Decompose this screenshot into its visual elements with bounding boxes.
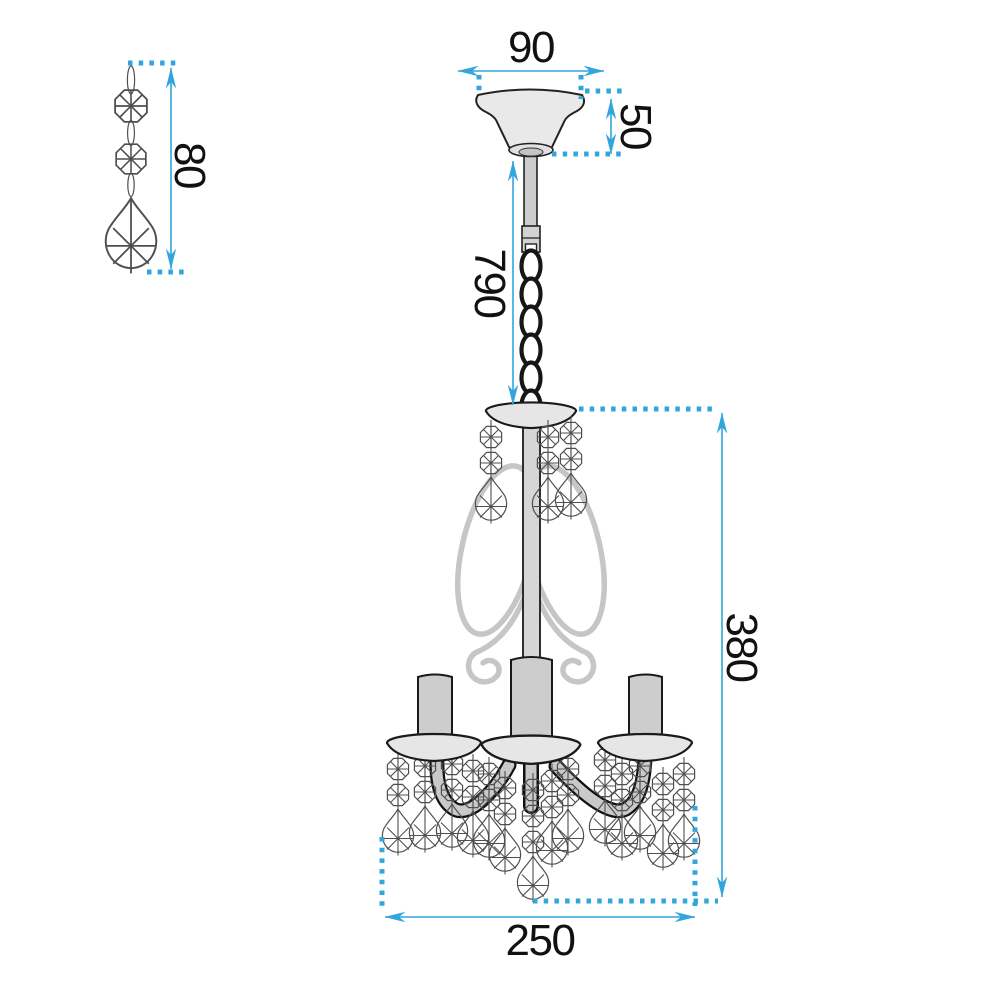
candle-left [417,673,453,742]
suspension [522,149,541,422]
canopy-opening [518,147,544,157]
candle-right [628,673,663,742]
pendant-detail [104,65,158,275]
dimension-label: 90 [508,23,554,72]
dimension-body-height: 380 [533,406,766,904]
chain [522,251,541,422]
dimension-canopy-height: 50 [552,88,660,157]
dimension-body-width: 250 [379,806,698,965]
hanging-rod [523,149,538,231]
octagon-crystal [115,143,147,175]
scroll-curl-left [465,595,527,685]
dimension-label: 380 [717,613,766,682]
scroll-curl-right [535,595,597,685]
top-plate [484,401,578,430]
crystal-strand [382,752,413,856]
ceiling-canopy [475,88,586,158]
drip-pan-right [596,732,694,763]
link-crystal [127,172,135,198]
teardrop-crystal [104,197,158,275]
crystal-strand [552,752,583,856]
central-column [522,417,541,661]
drip-pan-left [385,732,483,763]
link-crystal [126,119,135,147]
dimension-label: 250 [506,916,575,965]
crystal-strand [489,771,520,875]
candle-center [510,656,553,746]
crystal-strand-center [517,773,548,903]
chandelier-body [382,401,699,903]
dimension-pendant-height: 80 [128,60,214,275]
dimension-label: 790 [465,249,514,318]
arm-left [431,751,515,816]
canopy-body [475,88,586,154]
dimension-suspension-length: 790 [465,160,519,406]
drip-pan-center [480,734,582,766]
crystal-strand [647,767,678,871]
octagon-crystal [114,89,148,123]
arm-right [550,751,651,816]
dimension-label: 80 [165,142,214,188]
dimension-canopy-width: 90 [457,23,605,99]
arms [429,740,653,819]
dimensions: 90 50 790 380 250 [128,23,766,965]
dimension-label: 50 [611,103,660,149]
